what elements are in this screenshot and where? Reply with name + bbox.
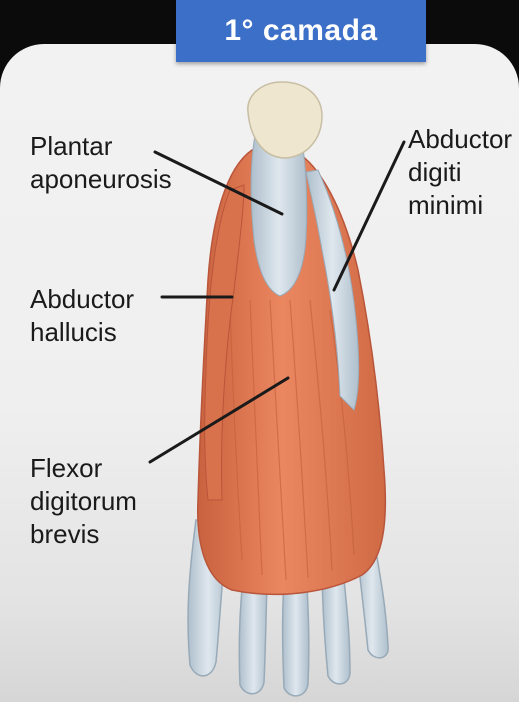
label-abductor-digiti-minimi-line3: minimi — [408, 190, 484, 220]
label-abductor-hallucis-line1: Abductor — [30, 284, 135, 314]
label-flexor-digitorum-brevis-line1: Flexor — [30, 453, 103, 483]
muscle-fibers — [229, 299, 355, 581]
toe-tendons — [187, 519, 389, 697]
label-abductor-digiti-minimi-line1: Abductor — [408, 124, 513, 154]
pointer-lines — [148, 140, 406, 464]
abductor-digiti-minimi-shape — [305, 169, 360, 411]
title-banner: 1° camada — [176, 0, 426, 62]
label-abductor-digiti-minimi-line2: digiti — [408, 157, 462, 187]
label-abductor-digiti-minimi: Abductor digiti minimi — [408, 123, 512, 222]
label-flexor-digitorum-brevis-line3: brevis — [30, 519, 100, 549]
pointer-flexor-digitorum-brevis — [148, 376, 290, 464]
label-flexor-digitorum-brevis: Flexor digitorum brevis — [30, 452, 137, 551]
slide-title: 1° camada — [224, 14, 378, 47]
label-plantar-aponeurosis: Plantar aponeurosis — [30, 130, 172, 196]
fourth-toe-tendon — [321, 559, 351, 685]
label-plantar-aponeurosis-line1: Plantar — [30, 131, 113, 161]
label-flexor-digitorum-brevis-line2: digitorum — [30, 486, 137, 516]
label-plantar-aponeurosis-line2: aponeurosis — [30, 164, 172, 194]
pointer-abductor-digiti-minimi — [332, 140, 406, 292]
label-abductor-hallucis: Abductor hallucis — [30, 283, 134, 349]
heel-bone-shape — [247, 81, 323, 159]
pointer-plantar-aponeurosis — [153, 150, 284, 216]
third-toe-tendon — [281, 564, 310, 697]
label-abductor-hallucis-line2: hallucis — [30, 317, 117, 347]
